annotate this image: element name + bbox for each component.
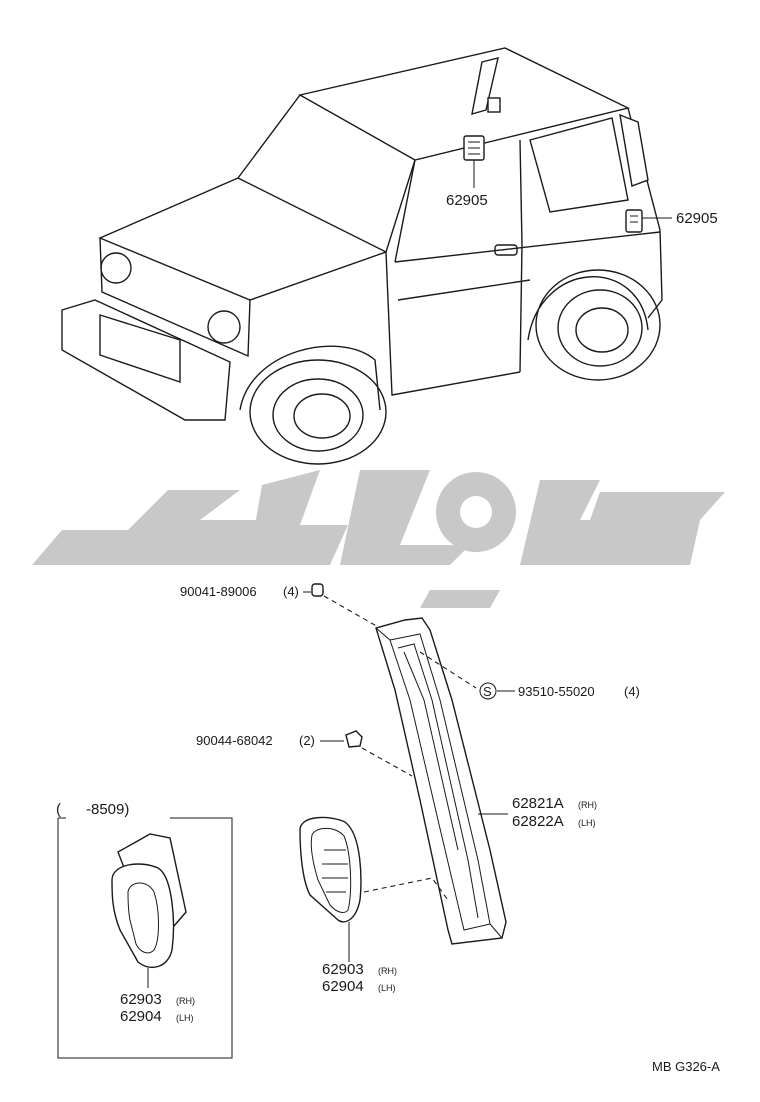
watermark-logo — [32, 470, 725, 608]
screw-symbol-circle — [479, 682, 497, 700]
callout-62904-main-side: (LH) — [378, 983, 396, 993]
callout-62904-main: 62904 — [322, 978, 364, 995]
callout-nut-qty: (2) — [299, 733, 315, 748]
callout-screw: 93510-55020 — [518, 684, 595, 699]
vehicle-illustration — [61, 47, 672, 465]
callout-screw-qty: (4) — [624, 684, 640, 699]
side-vent-part — [299, 816, 362, 923]
callout-62903-main: 62903 — [322, 961, 364, 978]
inset-period-label: ( -8509) — [56, 801, 129, 818]
screw-symbol: S — [483, 684, 492, 699]
callout-clip: 90041-89006 — [180, 584, 257, 599]
nut-part — [345, 730, 363, 748]
callout-62904-inset: 62904 — [120, 1008, 162, 1025]
callout-62905-upper-right: 62905 — [676, 210, 718, 227]
pillar-garnish-part — [375, 617, 507, 945]
callout-62903-inset-side: (RH) — [176, 996, 195, 1006]
callout-62821a-side: (RH) — [578, 800, 597, 810]
inset-box — [57, 817, 233, 1059]
callout-62822a: 62822A — [512, 813, 564, 830]
callout-62903-main-side: (RH) — [378, 966, 397, 976]
callout-62903-inset: 62903 — [120, 991, 162, 1008]
callout-clip-qty: (4) — [283, 584, 299, 599]
inset-vent-part — [111, 833, 187, 969]
clip-part — [311, 583, 324, 597]
callout-62905-upper-left: 62905 — [446, 192, 488, 209]
callout-62904-inset-side: (LH) — [176, 1013, 194, 1023]
callout-62822a-side: (LH) — [578, 818, 596, 828]
figure-code: MB G326-A — [652, 1059, 720, 1074]
callout-62821a: 62821A — [512, 795, 564, 812]
callout-nut: 90044-68042 — [196, 733, 273, 748]
